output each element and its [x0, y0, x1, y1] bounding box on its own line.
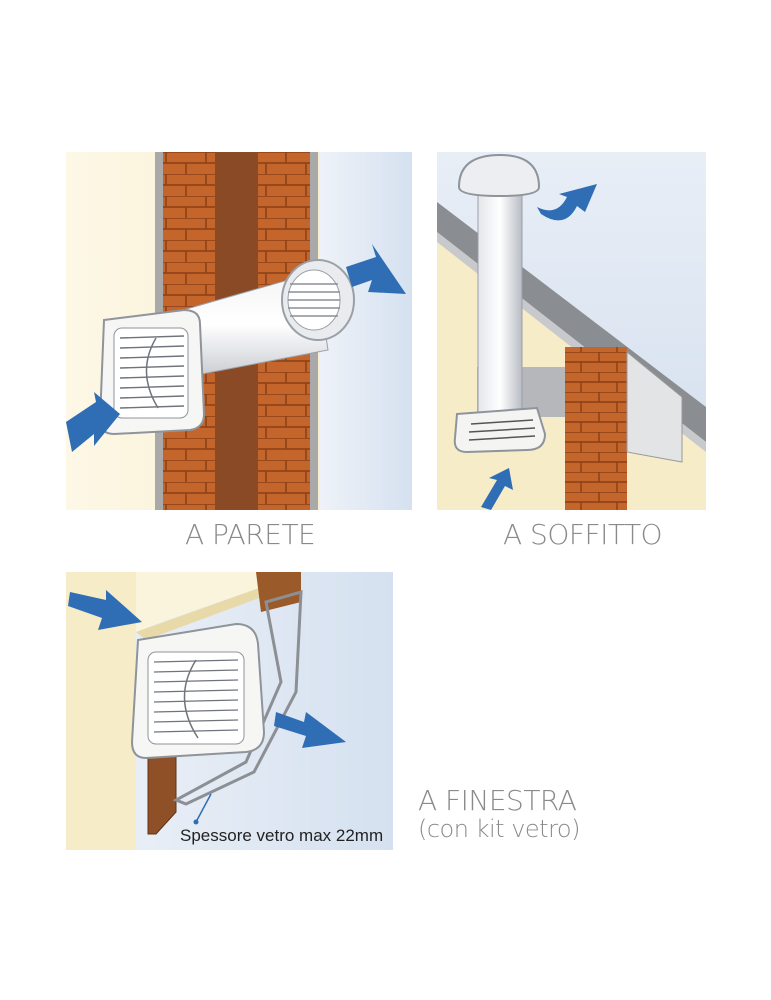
window-installation-illustration [66, 572, 393, 850]
ceiling-label: A SOFFITTO [503, 518, 663, 551]
window-note: (con kit vetro) [418, 815, 580, 843]
air-out-arrow [537, 184, 597, 221]
air-out-arrow [274, 712, 346, 748]
air-out-arrow [346, 244, 406, 294]
wall-installation-illustration [66, 152, 412, 510]
air-in-arrow [66, 392, 120, 452]
window-label: A FINESTRA [418, 784, 577, 817]
air-in-arrow [68, 590, 142, 630]
glass-thickness-note: Spessore vetro max 22mm [180, 826, 384, 845]
ceiling-installation-illustration [437, 152, 706, 510]
wall-label: A PARETE [185, 518, 316, 551]
air-in-arrow [481, 468, 513, 510]
